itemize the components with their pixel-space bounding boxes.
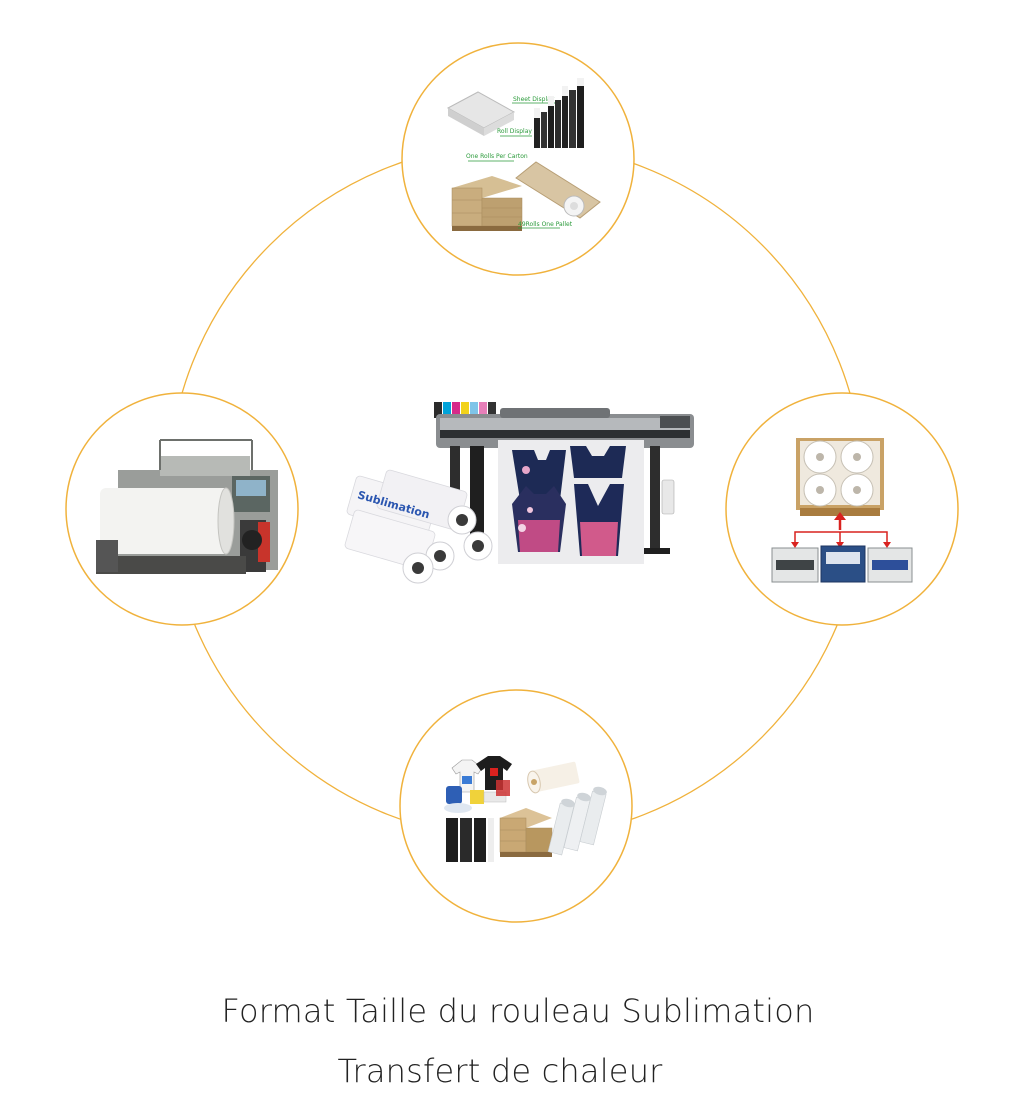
products-illustration bbox=[444, 756, 607, 862]
pallet-label: 49Rolls One Pallet bbox=[518, 221, 573, 228]
printed-fabric bbox=[498, 440, 644, 564]
printer-illustration bbox=[434, 402, 694, 564]
wrapped-rolls bbox=[547, 786, 607, 856]
pallet-machines-illustration bbox=[771, 438, 913, 583]
roll-display-label: Roll Display bbox=[497, 128, 532, 135]
transfer-paper-rolls: Sublimation bbox=[344, 469, 493, 584]
products-cartons bbox=[499, 808, 553, 857]
sheet-display-label: Sheet Display bbox=[513, 96, 555, 103]
coating-machine-illustration bbox=[96, 439, 278, 574]
roll-ends bbox=[402, 505, 493, 584]
carton-pallet bbox=[451, 176, 523, 231]
caption-line-2: Transfert de chaleur bbox=[337, 1052, 663, 1090]
bottom-node-circle bbox=[399, 689, 633, 923]
roll-display-rolls bbox=[534, 78, 584, 148]
carton-label: One Rolls Per Carton bbox=[466, 153, 528, 160]
packaging-illustration: Sheet Display Roll Display One Rolls Per… bbox=[446, 78, 601, 231]
caption-line-1: Format Taille du rouleau Sublimation bbox=[221, 992, 815, 1030]
ink-bottles bbox=[434, 402, 496, 418]
cycle-diagram: Sheet Display Roll Display One Rolls Per… bbox=[65, 42, 959, 923]
